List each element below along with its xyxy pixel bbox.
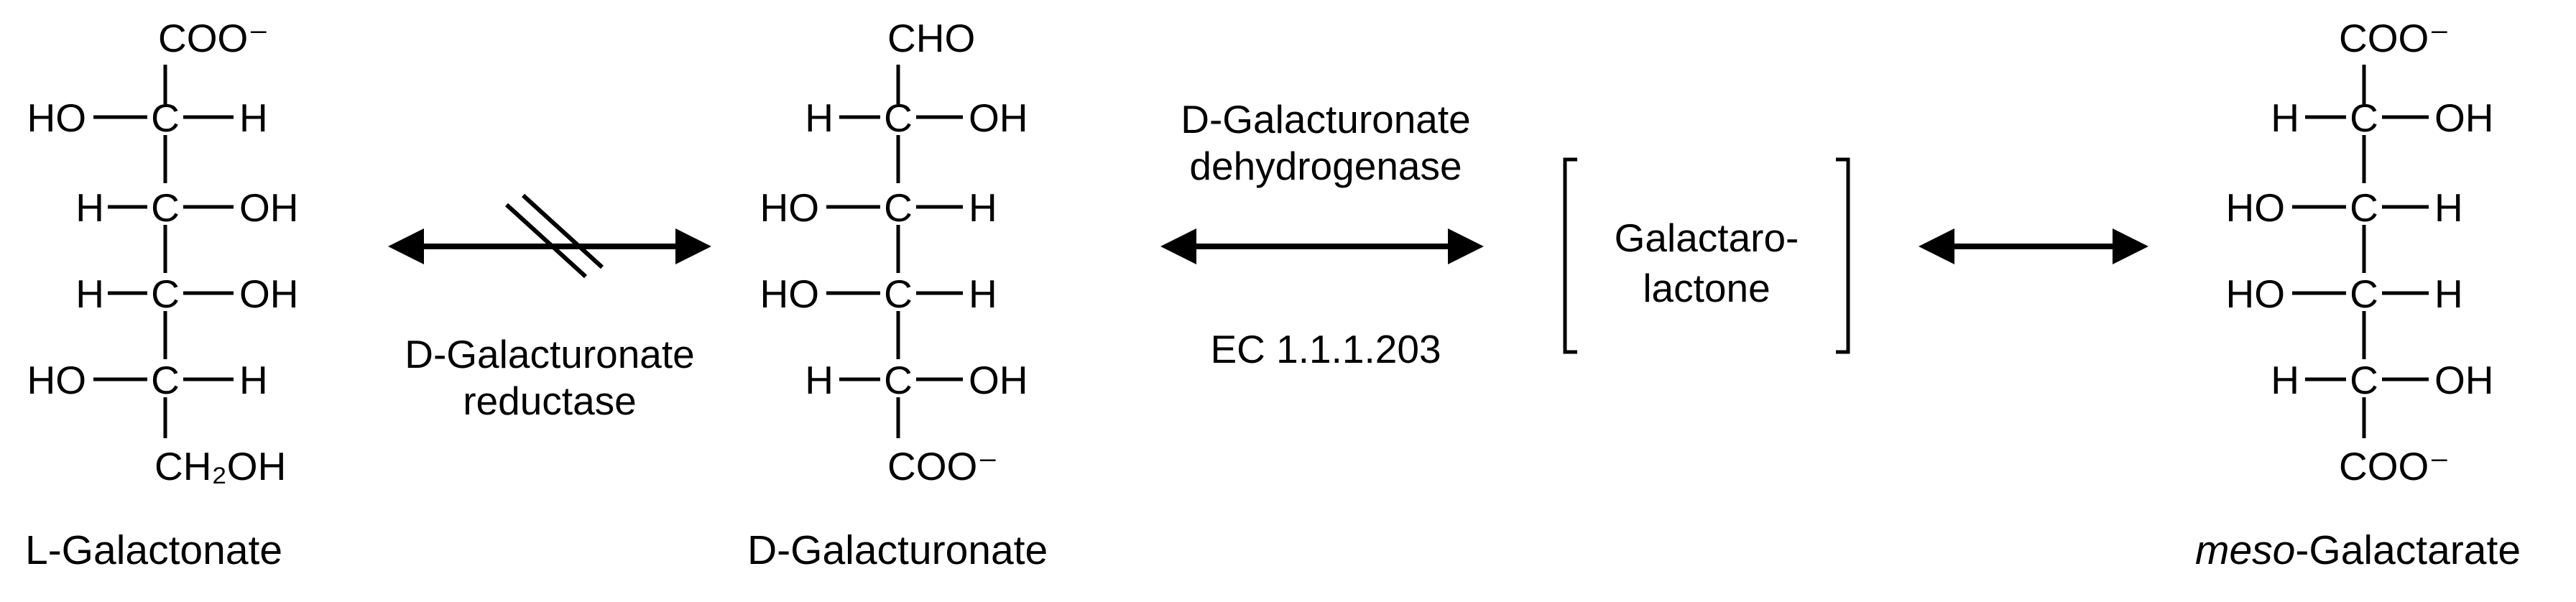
row3-right: OH (239, 272, 299, 316)
compound-name-rest: -Galactarate (2295, 527, 2521, 573)
enzyme-name-line1: D-Galacturonate (1181, 97, 1471, 142)
row1-left: H (805, 96, 834, 140)
intermediate-line2: lactone (1643, 266, 1770, 310)
row4-left: H (805, 358, 834, 402)
row1-carbon: C (151, 96, 180, 140)
row1-carbon: C (884, 96, 913, 140)
row2-right: OH (239, 185, 299, 230)
reaction-lactone-hydrolysis (1919, 228, 2148, 264)
row2-carbon: C (151, 185, 180, 230)
compound-d-galacturonate: CHO H C OH HO C H HO C H H C OH COO⁻ D-G… (747, 16, 1048, 573)
row3-left: HO (760, 272, 820, 316)
row4-carbon: C (884, 358, 913, 402)
arrowhead-left (1160, 228, 1196, 264)
arrowhead-left (1919, 228, 1954, 264)
row1-left: HO (27, 96, 87, 140)
compound-name: D-Galacturonate (747, 527, 1048, 573)
row4-left: HO (27, 358, 87, 402)
row1-right: OH (2434, 96, 2494, 140)
row2-carbon: C (884, 185, 913, 230)
bottom-group: COO⁻ (887, 444, 998, 488)
blocked-mark-2 (521, 193, 604, 269)
top-group: COO⁻ (158, 16, 269, 60)
row3-carbon: C (884, 272, 913, 316)
row2-right: H (2434, 185, 2463, 230)
row4-right: H (239, 358, 268, 402)
row3-carbon: C (151, 272, 180, 316)
row4-left: H (2271, 358, 2299, 402)
row2-left: H (75, 185, 104, 230)
compound-name-italic: meso (2195, 527, 2295, 573)
row1-right: OH (969, 96, 1028, 140)
enzyme-name-line2: dehydrogenase (1189, 144, 1462, 188)
row1-carbon: C (2350, 96, 2378, 140)
intermediate-galactarolactone: Galactaro- lactone (1563, 157, 1850, 354)
row1-left: H (2271, 96, 2299, 140)
row3-left: H (75, 272, 104, 316)
row4-right: OH (2434, 358, 2494, 402)
row4-right: OH (969, 358, 1028, 402)
row3-right: H (969, 272, 997, 316)
blocked-mark-1 (504, 203, 588, 279)
intermediate-line1: Galactaro- (1615, 216, 1799, 260)
arrowhead-right (1448, 228, 1484, 264)
compound-name: meso-Galactarate (2195, 527, 2521, 573)
row2-carbon: C (2350, 185, 2378, 230)
arrowhead-left (388, 228, 424, 264)
row2-left: HO (760, 185, 820, 230)
enzyme-name-line1: D-Galacturonate (405, 332, 695, 376)
top-group: COO⁻ (2339, 16, 2450, 60)
arrowhead-right (2113, 228, 2148, 264)
top-group: CHO (887, 16, 975, 60)
bracket-right (1836, 157, 1850, 354)
bracket-left (1563, 157, 1577, 354)
compound-meso-galactarate: COO⁻ H C OH HO C H HO C H H C OH COO⁻ me… (2195, 16, 2521, 573)
compound-name: L-Galactonate (25, 527, 282, 573)
reaction-reductase: D-Galacturonate reductase (388, 193, 711, 423)
bottom-group: CH₂OH (154, 444, 286, 488)
row3-right: H (2434, 272, 2463, 316)
row2-right: H (969, 185, 997, 230)
row4-carbon: C (2350, 358, 2378, 402)
compound-l-galactonate: COO⁻ HO C H H C OH H C OH HO C H CH₂OH L… (25, 16, 299, 573)
bottom-group: COO⁻ (2339, 444, 2450, 488)
row4-carbon: C (151, 358, 180, 402)
row1-right: H (239, 96, 268, 140)
arrowhead-right (675, 228, 711, 264)
row2-left: HO (2226, 185, 2286, 230)
reaction-dehydrogenase: D-Galacturonate dehydrogenase EC 1.1.1.2… (1160, 97, 1484, 371)
row3-left: HO (2226, 272, 2286, 316)
enzyme-name-line2: reductase (463, 379, 637, 423)
row3-carbon: C (2350, 272, 2378, 316)
ec-number: EC 1.1.1.203 (1210, 327, 1441, 371)
